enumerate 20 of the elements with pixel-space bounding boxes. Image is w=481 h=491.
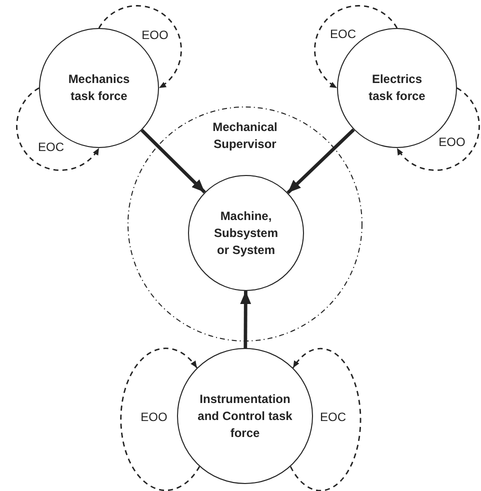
node-label: Mechanics task force [67, 71, 131, 105]
thick-arrow [286, 128, 355, 194]
supervisor-boundary-circle [127, 106, 363, 342]
dashed-arrow [120, 348, 200, 491]
edge-label: EOC [330, 27, 356, 41]
node-label: Instrumentation and Control task force [196, 390, 294, 442]
thick-arrow [140, 128, 206, 194]
node-label: Machine, Subsystem or System [212, 208, 280, 258]
dashed-arrow [396, 87, 480, 171]
edge-label: EOO [438, 135, 466, 149]
dashed-arrow [290, 348, 362, 491]
dashed-arrow [314, 5, 398, 89]
edge-label: EOC [38, 140, 64, 154]
edge-label: EOC [320, 410, 346, 424]
edge-label: EOO [142, 28, 168, 42]
boundary-heading: Mechanical Supervisor [212, 119, 278, 153]
edge-label: EOO [140, 410, 168, 424]
dashed-arrow [16, 87, 100, 171]
node-label: Electrics task force [368, 71, 426, 105]
dashed-arrow [98, 5, 182, 89]
